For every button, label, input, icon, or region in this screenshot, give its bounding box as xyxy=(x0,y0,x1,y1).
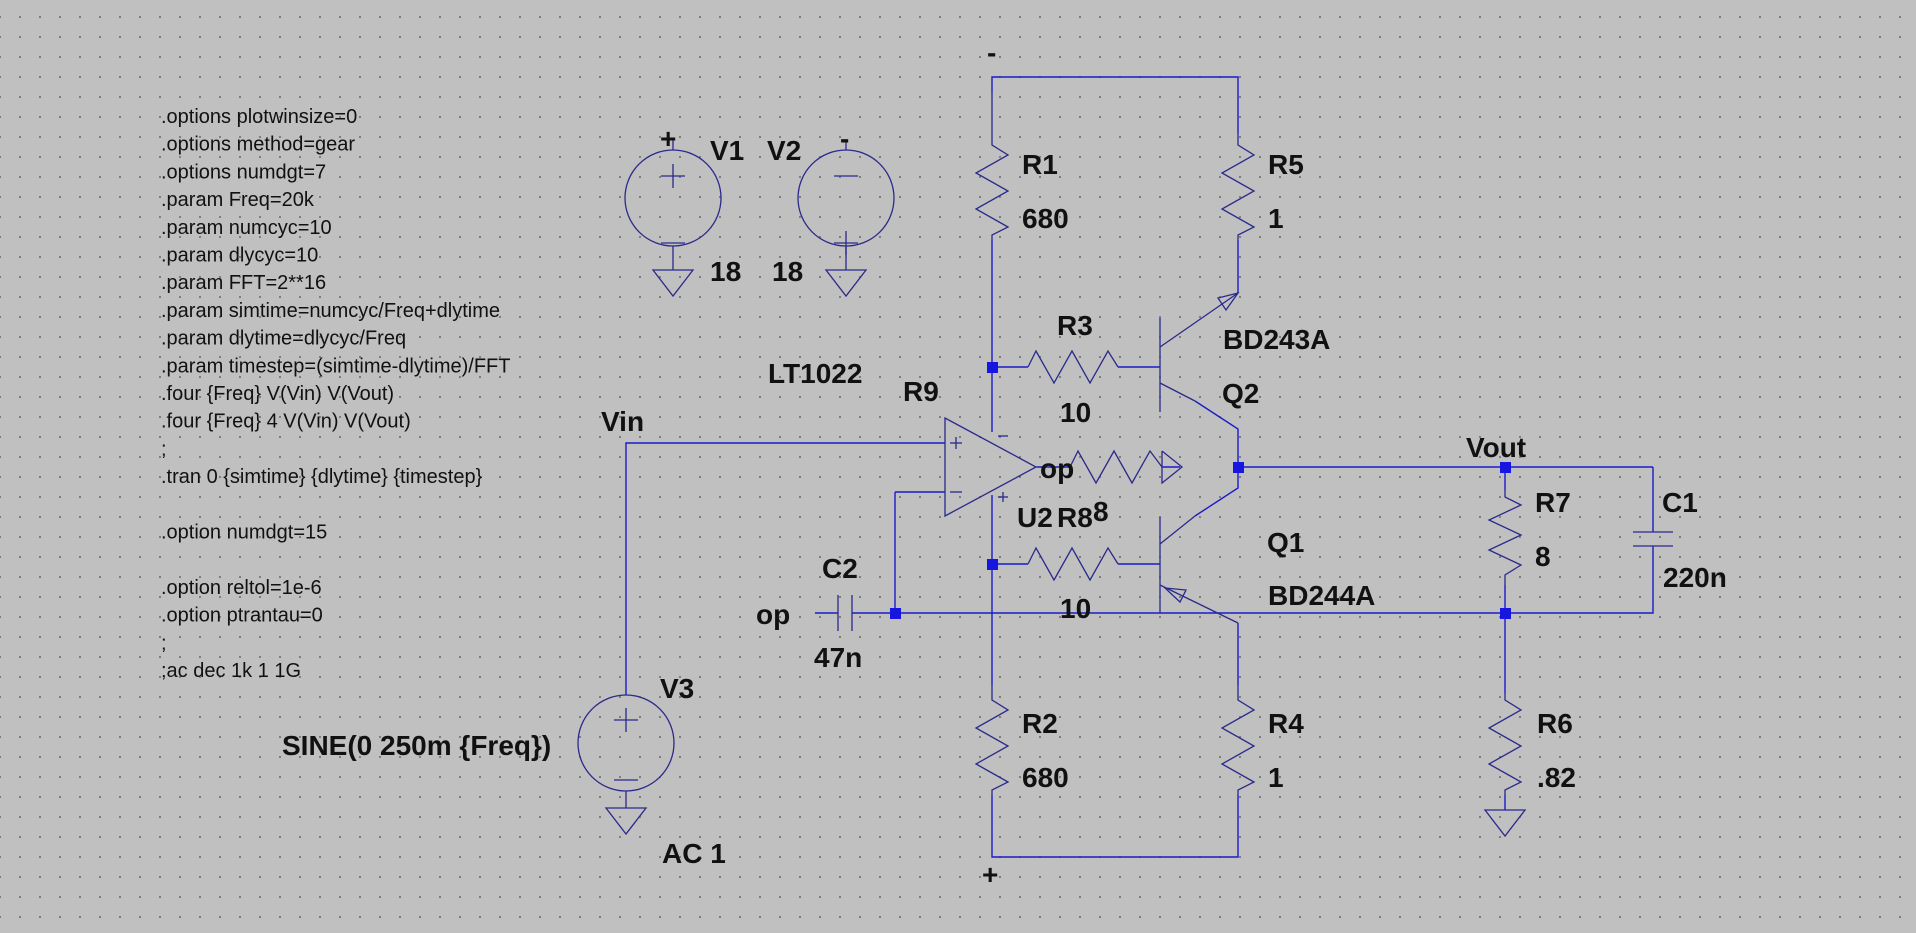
resistor-r2[interactable] xyxy=(974,685,1010,795)
q1-name: Q1 xyxy=(1267,527,1304,558)
directive-line: ; xyxy=(161,438,167,460)
voltage-source-v2[interactable] xyxy=(797,140,895,298)
r8-name: R8 xyxy=(1057,502,1093,533)
r5-value: 1 xyxy=(1268,203,1284,234)
u2-model: LT1022 xyxy=(768,358,862,389)
junctions xyxy=(890,362,1511,619)
directive-line: .param FFT=2**16 xyxy=(161,272,326,294)
c1-value: 220n xyxy=(1663,562,1727,593)
v1-name: V1 xyxy=(710,135,744,166)
r2-value: 680 xyxy=(1022,762,1069,793)
directive-line: .param Freq=20k xyxy=(161,189,315,211)
r8-value: 10 xyxy=(1060,593,1091,624)
wire-c1-bottom[interactable] xyxy=(1505,546,1654,614)
wire-q2-collector[interactable] xyxy=(1194,400,1239,517)
r9-name: R9 xyxy=(903,376,939,407)
rail-bottom-label: + xyxy=(982,859,998,890)
r6-name: R6 xyxy=(1537,708,1573,739)
v3-value: SINE(0 250m {Freq}) xyxy=(282,730,551,761)
junction-vout xyxy=(1500,462,1511,473)
directive-line: .option ptrantau=0 xyxy=(161,605,323,627)
directive-line: .param numcyc=10 xyxy=(161,217,332,239)
r1-name: R1 xyxy=(1022,149,1058,180)
ground-r6 xyxy=(1483,809,1527,838)
spice-directives[interactable]: .options plotwinsize=0 .options method=ge… xyxy=(161,106,511,682)
r5-name: R5 xyxy=(1268,149,1304,180)
junction-r6 xyxy=(1500,608,1511,619)
q2-model: BD243A xyxy=(1223,324,1330,355)
directive-line: .param timestep=(simtime-dlytime)/FFT xyxy=(161,355,511,377)
v3-name: V3 xyxy=(660,673,694,704)
resistor-r4[interactable] xyxy=(1220,685,1256,795)
directive-line: .tran 0 {simtime} {dlytime} {timestep} xyxy=(161,466,483,488)
r7-value: 8 xyxy=(1535,541,1551,572)
directive-line: ;ac dec 1k 1 1G xyxy=(161,660,301,682)
transistor-q2[interactable] xyxy=(1159,291,1240,412)
transistor-q1[interactable] xyxy=(1159,515,1239,624)
u2-name: U2 xyxy=(1017,502,1053,533)
junction-r3 xyxy=(987,362,998,373)
v2-value: 18 xyxy=(772,256,803,287)
r1-value: 680 xyxy=(1022,203,1069,234)
wires xyxy=(625,76,1654,858)
resistor-r7[interactable] xyxy=(1487,490,1523,585)
resistor-r6[interactable] xyxy=(1487,693,1523,795)
directive-line: .options numdgt=7 xyxy=(161,161,326,183)
vout-net-label: Vout xyxy=(1466,432,1526,463)
junction-fb xyxy=(890,608,901,619)
v2-name: V2 xyxy=(767,135,801,166)
opamp-out-net-label: op xyxy=(1040,453,1074,484)
resistor-r5[interactable] xyxy=(1220,133,1256,240)
c1-name: C1 xyxy=(1662,487,1698,518)
directive-line: ; xyxy=(161,632,167,654)
resistor-r9[interactable] xyxy=(1069,449,1184,485)
voltage-source-v1[interactable] xyxy=(624,140,722,298)
junction-mid xyxy=(1233,462,1244,473)
r3-value: 10 xyxy=(1060,397,1091,428)
resistor-r8[interactable] xyxy=(1027,546,1119,582)
q2-name: Q2 xyxy=(1222,378,1259,409)
r7-name: R7 xyxy=(1535,487,1571,518)
rail-top-label: - xyxy=(987,37,996,68)
voltage-source-v3[interactable] xyxy=(577,694,675,836)
opamp-u2[interactable] xyxy=(944,416,1038,518)
capacitor-c1[interactable] xyxy=(1633,531,1673,547)
q1-model: BD244A xyxy=(1268,580,1375,611)
capacitor-c2[interactable] xyxy=(837,595,853,631)
resistor-r1[interactable] xyxy=(974,92,1010,240)
directive-line: .param dlytime=dlycyc/Freq xyxy=(161,328,406,350)
v1-value: 18 xyxy=(710,256,741,287)
opamp-in-net-label: op xyxy=(756,599,790,630)
r4-value: 1 xyxy=(1268,762,1284,793)
resistor-r3[interactable] xyxy=(1027,349,1119,385)
c2-value: 47n xyxy=(814,642,862,673)
wire-top-rail[interactable] xyxy=(991,76,1239,133)
directive-line: .options plotwinsize=0 xyxy=(161,106,357,128)
component-labels: - + + - V1 V2 18 18 R1 680 R5 1 R3 10 BD… xyxy=(282,37,1727,890)
directive-line: .options method=gear xyxy=(161,134,355,156)
junction-r8 xyxy=(987,559,998,570)
vin-net-label: Vin xyxy=(601,406,644,437)
r6-value: .82 xyxy=(1537,762,1576,793)
r2-name: R2 xyxy=(1022,708,1058,739)
v3-ac: AC 1 xyxy=(662,838,726,869)
directive-line: .four {Freq} 4 V(Vin) V(Vout) xyxy=(161,411,411,433)
wire-vin[interactable] xyxy=(625,442,945,695)
r4-name: R4 xyxy=(1268,708,1304,739)
wire-bottom-rail[interactable] xyxy=(991,795,1239,858)
directive-line: .option reltol=1e-6 xyxy=(161,577,322,599)
directive-line: .param dlycyc=10 xyxy=(161,245,318,267)
r3-name: R3 xyxy=(1057,310,1093,341)
c2-name: C2 xyxy=(822,553,858,584)
directive-line: .param simtime=numcyc/Freq+dlytime xyxy=(161,300,500,322)
r9-value: 8 xyxy=(1093,496,1109,527)
directive-line: .four {Freq} V(Vin) V(Vout) xyxy=(161,383,394,405)
v1-polarity: + xyxy=(660,123,676,154)
directive-line: .option numdgt=15 xyxy=(161,522,327,544)
v2-polarity: - xyxy=(840,123,849,154)
